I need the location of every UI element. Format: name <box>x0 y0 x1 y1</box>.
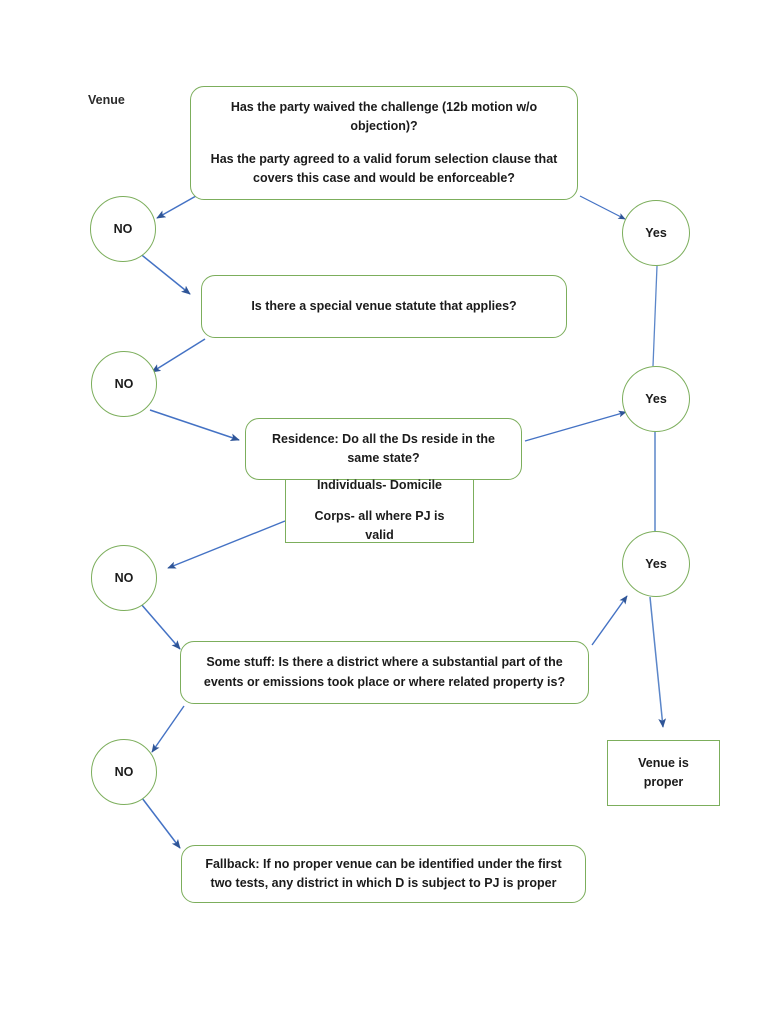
branch-yes-1[interactable]: Yes <box>622 200 690 266</box>
branch-no-1[interactable]: NO <box>90 196 156 262</box>
page-title-text: Venue <box>88 93 125 107</box>
decision-node-waiver-line-1: Has the party waived the challenge (12b … <box>230 99 538 134</box>
page-title: Venue <box>88 90 198 110</box>
decision-node-fallback[interactable]: Fallback: If no proper venue can be iden… <box>181 845 586 903</box>
edge-q1-to-no1 <box>156 195 197 219</box>
note-residence-definitions: Individuals- Domicile Corps- all where P… <box>285 478 474 543</box>
edge-no2-to-q3 <box>149 409 240 442</box>
branch-no-4[interactable]: NO <box>91 739 157 805</box>
edge-q2-to-no2 <box>151 338 206 373</box>
decision-node-special-venue-statute[interactable]: Is there a special venue statute that ap… <box>201 275 567 338</box>
outcome-venue-is-proper: Venue is proper <box>607 740 720 806</box>
edge-no4-to-q5 <box>141 797 181 849</box>
decision-node-waiver-line-2: Has the party agreed to a valid forum se… <box>210 151 558 185</box>
branch-no-3[interactable]: NO <box>91 545 157 611</box>
edge-q4-to-no4 <box>151 705 185 753</box>
branch-no-2-label: NO <box>114 377 134 391</box>
branch-no-4-label: NO <box>114 765 134 779</box>
decision-node-residence[interactable]: Residence: Do all the Ds reside in the s… <box>245 418 522 480</box>
edge-note-to-no3 <box>167 520 286 569</box>
decision-node-substantial-events[interactable]: Some stuff: Is there a district where a … <box>180 641 589 704</box>
decision-node-waiver-forum-selection[interactable]: Has the party waived the challenge (12b … <box>190 86 578 200</box>
branch-yes-2[interactable]: Yes <box>622 366 690 432</box>
edge-q4-to-yes3 <box>591 595 628 646</box>
decision-node-fallback-line-1: Fallback: If no proper venue can be iden… <box>205 856 562 890</box>
branch-no-3-label: NO <box>114 571 134 585</box>
edge-yes1-to-yes2 <box>652 265 658 367</box>
branch-no-1-label: NO <box>113 222 133 236</box>
note-line-corps: Corps- all where PJ is valid <box>314 508 445 543</box>
outcome-venue-is-proper-label: Venue is proper <box>638 755 689 789</box>
branch-no-2[interactable]: NO <box>91 351 157 417</box>
branch-yes-3[interactable]: Yes <box>622 531 690 597</box>
decision-node-substantial-events-line-1: Some stuff: Is there a district where a … <box>203 655 566 689</box>
branch-yes-3-label: Yes <box>645 557 667 571</box>
branch-yes-2-label: Yes <box>645 392 667 406</box>
edge-yes3-to-outcome <box>649 596 667 728</box>
edge-no1-to-q2 <box>137 251 191 295</box>
decision-node-special-venue-line-1: Is there a special venue statute that ap… <box>251 298 517 313</box>
branch-yes-1-label: Yes <box>645 226 667 240</box>
edge-q1-to-yes1 <box>579 195 626 220</box>
note-line-individuals: Individuals- Domicile <box>316 478 443 493</box>
edge-q3-to-yes2 <box>524 410 627 442</box>
edge-no3-to-q4 <box>140 603 181 650</box>
decision-node-residence-line-1: Residence: Do all the Ds reside in the s… <box>272 431 495 465</box>
